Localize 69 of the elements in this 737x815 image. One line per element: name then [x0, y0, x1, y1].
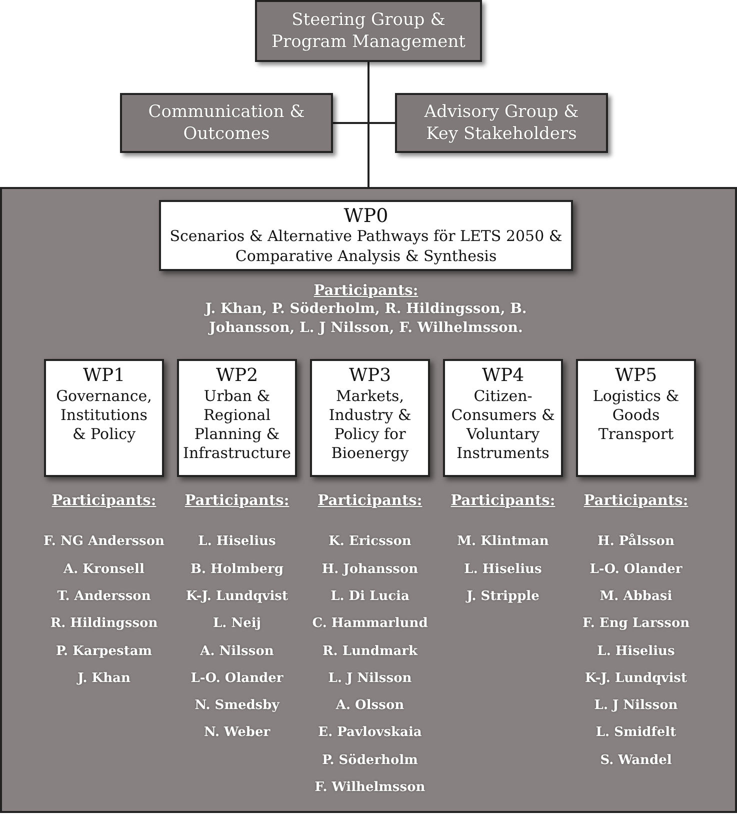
- participant-name: F. Eng Larsson: [582, 615, 690, 634]
- participants-heading: Participants:: [318, 490, 422, 510]
- participant-name: P. Söderholm: [322, 752, 418, 770]
- participant-name: L. Di Lucia: [330, 588, 410, 606]
- package-code: WP3: [348, 365, 392, 387]
- connector-line: [368, 62, 370, 187]
- participant-name: N. Smedsby: [194, 697, 280, 716]
- participant-name: F. NG Andersson: [44, 533, 164, 552]
- participant-name: H. Pålsson: [598, 532, 674, 552]
- participant-name: R. Lundmark: [322, 642, 418, 661]
- participant-name: L-O. Olander: [590, 560, 682, 579]
- participant-name: L. Neij: [213, 615, 261, 634]
- participant-name: H. Johansson: [322, 560, 418, 579]
- participant-name: L. Smidfelt: [596, 724, 676, 742]
- work-package-box: [443, 359, 563, 477]
- package-title: Governance, Institutions & Policy: [55, 387, 153, 444]
- participant-name: M. Klintman: [457, 533, 549, 552]
- work-package-box: [159, 200, 573, 271]
- participant-name: A. Olsson: [336, 697, 404, 716]
- work-package-box: [576, 359, 696, 477]
- package-title: Markets, Industry & Policy for Bioenergy: [328, 387, 412, 463]
- unit-name: Steering Group & Program Management: [270, 9, 466, 53]
- participant-name: E. Pavlovskaia: [318, 724, 422, 742]
- work-package-box: [177, 359, 297, 477]
- unit-name: Advisory Group & Key Stakeholders: [423, 101, 580, 145]
- participant-name: K-J. Lundqvist: [186, 588, 288, 606]
- participant-name: L. Hiselius: [198, 533, 276, 552]
- work-package-box: [44, 359, 164, 477]
- participant-name: T. Andersson: [57, 588, 151, 606]
- participant-name: M. Abbasi: [600, 588, 672, 606]
- management-box: [255, 0, 482, 62]
- participant-name: J. Khan: [78, 670, 130, 688]
- participants-heading: Participants:: [584, 490, 688, 510]
- package-title: Urban & Regional Planning & Infrastructure: [182, 387, 292, 463]
- package-code: WP0: [344, 205, 388, 227]
- participant-name: L. J Nilsson: [328, 670, 412, 688]
- participant-name: L. Hiselius: [597, 642, 675, 661]
- participant-name: S. Wandel: [600, 752, 672, 770]
- participant-name: F. Wilhelmsson: [314, 779, 426, 798]
- communication-box: [120, 93, 333, 153]
- package-code: WP2: [216, 365, 258, 387]
- package-title: Citizen-Consumers & Voluntary Instruments: [450, 387, 556, 463]
- participants-list: J. Khan, P. Söderholm, R. Hildingsson, B. Johansson, L. J Nilsson, F. Wilhelmsson.: [198, 300, 534, 338]
- participant-name: K-J. Lundqvist: [585, 670, 687, 688]
- package-title: Logistics & Goods Transport: [592, 387, 680, 444]
- participant-name: R. Hildingsson: [50, 615, 158, 634]
- participants-heading: Participants:: [184, 490, 290, 510]
- participant-name: K. Ericsson: [328, 533, 412, 552]
- unit-name: Communication & Outcomes: [147, 101, 306, 145]
- package-code: WP5: [614, 365, 658, 387]
- participant-name: L. Hiselius: [464, 560, 542, 579]
- package-code: WP1: [82, 365, 126, 387]
- participant-name: J. Stripple: [466, 588, 540, 606]
- participant-name: N. Weber: [204, 724, 270, 742]
- work-package-box: [310, 359, 430, 477]
- participant-name: L-O. Olander: [190, 670, 284, 688]
- participant-name: C. Hammarlund: [312, 615, 428, 634]
- participant-name: P. Karpestam: [56, 642, 152, 661]
- participant-name: A. Nilsson: [200, 642, 274, 661]
- participant-name: L. J Nilsson: [594, 697, 678, 716]
- advisory-box: [395, 93, 608, 153]
- work-packages-panel: [0, 187, 737, 813]
- participants-heading: Participants:: [314, 281, 418, 300]
- package-title: Scenarios & Alternative Pathways för LETS 2050 & Comparative Analysis & Synthesis: [168, 227, 564, 266]
- participants-heading: Participants:: [52, 490, 156, 510]
- participant-name: B. Holmberg: [190, 560, 284, 579]
- package-code: WP4: [482, 365, 524, 387]
- participant-name: A. Kronsell: [64, 560, 144, 579]
- participants-heading: Participants:: [450, 490, 556, 510]
